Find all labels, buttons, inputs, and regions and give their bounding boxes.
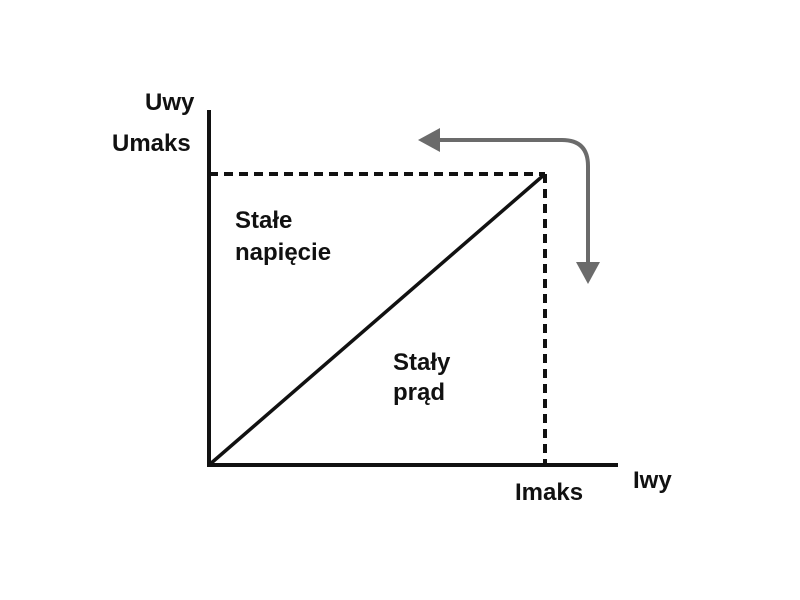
x-max-label: Imaks	[515, 479, 583, 506]
transition-arrow	[418, 128, 600, 284]
constant-current-label-line2: prąd	[393, 379, 445, 406]
y-max-label: Umaks	[112, 130, 191, 157]
arrow-left-head	[418, 128, 440, 152]
constant-voltage-label-line1: Stałe	[235, 207, 292, 234]
load-line	[207, 172, 547, 467]
y-axis-label: Uwy	[145, 89, 195, 116]
arrow-down-head	[576, 262, 600, 284]
constant-current-label-line1: Stały	[393, 349, 451, 376]
constant-voltage-label-line2: napięcie	[235, 239, 331, 266]
x-axis-label: Iwy	[633, 467, 672, 494]
